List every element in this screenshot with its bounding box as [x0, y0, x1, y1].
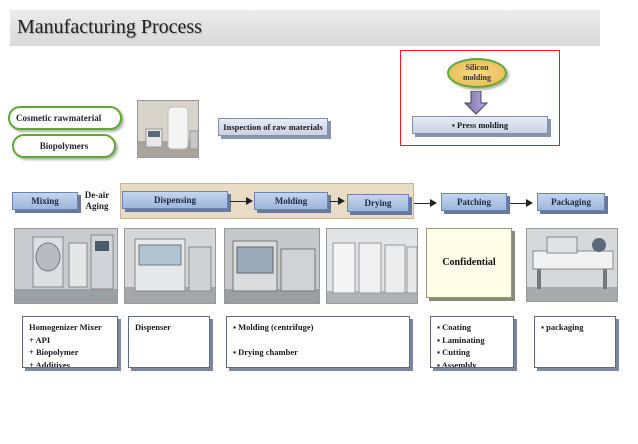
cosmetic-rawmaterial-pill: Cosmetic rawmaterial: [8, 106, 122, 130]
down-arrow-icon: [463, 91, 489, 115]
step-patching: Patching: [441, 193, 507, 211]
arrow-patching-packaging: [510, 203, 526, 204]
patching-desc-line: ▪ Laminating: [437, 334, 485, 345]
inspection-box: Inspection of raw materials: [218, 118, 328, 136]
patching-desc-line: ▪ Assembly: [437, 359, 477, 368]
mixing-description: Homogenizer Mixer + API + Biopolymer + A…: [22, 316, 118, 368]
molding-desc-line: ▪ Drying chamber: [233, 346, 298, 357]
step-mixing-label: Mixing: [31, 196, 59, 206]
press-molding-label: ▪ Press molding: [451, 120, 509, 130]
biopolymers-label: Biopolymers: [39, 141, 89, 151]
deair-label: De-air: [84, 190, 110, 200]
step-dispensing-label: Dispensing: [153, 195, 197, 205]
arrow-head-icon: [430, 199, 437, 207]
step-molding: Molding: [254, 192, 328, 210]
step-packaging: Packaging: [537, 193, 605, 211]
confidential-box: Confidential: [426, 228, 512, 298]
arrow-drying-patching: [414, 203, 430, 204]
press-molding-box: ▪ Press molding: [412, 116, 548, 134]
step-mixing: Mixing: [12, 192, 78, 210]
silicon-label-line2: molding: [462, 73, 491, 82]
step-packaging-label: Packaging: [550, 197, 591, 207]
arrow-head-icon: [338, 197, 345, 205]
molding-desc-line: ▪ Molding (centrifuge): [233, 322, 314, 332]
step-drying: Drying: [347, 194, 409, 212]
step-drying-label: Drying: [364, 198, 392, 208]
biopolymers-pill: Biopolymers: [12, 134, 116, 158]
mixing-desc-line: + Biopolymer: [29, 347, 79, 357]
patching-description: ▪ Coating ▪ Laminating ▪ Cutting ▪ Assem…: [430, 316, 514, 368]
raw-material-photo: [137, 100, 199, 158]
deair-aging-label: De-air Aging: [80, 190, 114, 212]
packaging-desc-line: ▪ packaging: [541, 322, 584, 332]
molding-description: ▪ Molding (centrifuge) ▪ Drying chamber: [226, 316, 410, 368]
mixing-desc-line: + Additives: [29, 359, 70, 368]
step-dispensing: Dispensing: [122, 191, 228, 209]
page-title: Manufacturing Process: [17, 16, 202, 38]
mixing-desc-line: Homogenizer Mixer: [29, 322, 102, 332]
dispensing-desc-line: Dispenser: [135, 322, 171, 332]
step-patching-label: Patching: [456, 197, 491, 207]
packaging-description: ▪ packaging: [534, 316, 616, 368]
arrow-head-icon: [246, 197, 253, 205]
silicon-molding-oval: Silicon molding: [447, 58, 507, 88]
drying-chamber-photo: [326, 228, 418, 304]
packaging-machine-photo: [526, 228, 618, 302]
silicon-molding-frame: [400, 50, 560, 146]
arrow-dispensing-molding: [230, 201, 246, 202]
dispenser-photo: [124, 228, 216, 304]
patching-desc-line: ▪ Coating: [437, 322, 471, 332]
step-molding-label: Molding: [274, 196, 308, 206]
arrow-head-icon: [526, 199, 533, 207]
inspection-label: Inspection of raw materials: [223, 122, 323, 132]
homogenizer-mixer-photo: [14, 228, 118, 304]
mixing-desc-line: + API: [29, 334, 51, 345]
molding-photo: [224, 228, 320, 304]
title-bar: Manufacturing Process: [10, 10, 600, 46]
cosmetic-rawmaterial-label: Cosmetic rawmaterial: [16, 113, 102, 123]
patching-desc-line: ▪ Cutting: [437, 347, 471, 357]
confidential-label: Confidential: [442, 257, 496, 268]
arrow-molding-drying: [330, 201, 338, 202]
silicon-label-line1: Silicon: [465, 63, 489, 72]
aging-label: Aging: [85, 201, 109, 211]
dispensing-description: Dispenser: [128, 316, 210, 368]
